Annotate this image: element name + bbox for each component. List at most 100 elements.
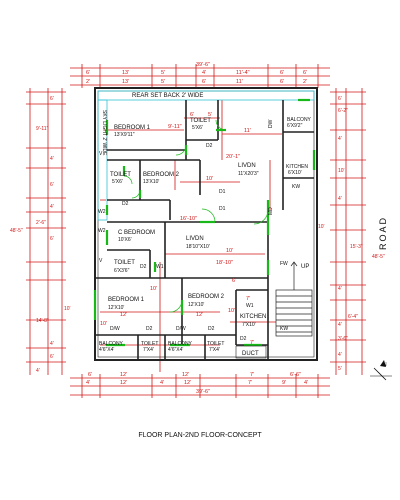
top-dim-row2: 6' — [303, 70, 307, 76]
inner-dim: 10' — [150, 286, 157, 292]
right-dim: 4' — [338, 286, 342, 292]
room-size-kitchen-lower: 7'X10' — [242, 322, 256, 328]
right-dim: 15'-3" — [350, 244, 363, 250]
room-label-kitchen-lower: KITCHEN — [240, 314, 266, 320]
left-dim: 14'-8" — [36, 318, 49, 324]
right-dim: 4' — [338, 322, 342, 328]
room-size-toilet-lower: 6'X3'6" — [114, 268, 130, 274]
room-label-bedroom2-lower: BEDROOM 2 — [188, 294, 225, 300]
right-dim: 3'-6" — [338, 336, 348, 342]
top-dim-row2: 11'-4" — [236, 70, 250, 76]
tag-d2-upper: D2 — [206, 143, 213, 149]
room-size-toilet-upper: 5'X6' — [192, 125, 203, 131]
room-label-livdn-lower: LIVDN — [186, 236, 204, 242]
stair-up-label: UP — [301, 264, 309, 270]
room-label-balcony-upper: BALCONY — [287, 117, 312, 123]
bottom-dim-row1: 12' — [120, 372, 127, 378]
left-dim: 4' — [36, 368, 40, 374]
top-dim-row2: 6' — [86, 70, 90, 76]
right-dim: 4' — [338, 196, 342, 202]
top-dim-row3: 6' — [202, 79, 206, 85]
right-dim: 6'-4" — [348, 314, 358, 320]
right-dimensions: 48'-5" 6'-2" 6' 10' 4' 4' 10' 15'-3" 4' … — [318, 96, 385, 372]
door-swings — [123, 119, 269, 313]
bottom-dim-row1: 7' — [250, 372, 254, 378]
left-dim: 4' — [50, 204, 54, 210]
room-size-toilet-right: 7'X4' — [209, 347, 220, 353]
bottom-dim-row2: 4' — [304, 380, 308, 386]
room-label-livdn-upper: LIVDN — [238, 163, 256, 169]
inner-dim: 10' — [206, 176, 213, 182]
room-size-bedroom1-upper: 13'X9'11" — [114, 132, 135, 138]
inner-dim: 10' — [100, 321, 107, 327]
tag-dw-lower-left: D/W — [110, 326, 120, 332]
inner-dim: 7' — [250, 340, 254, 346]
left-dim: 10' — [64, 306, 71, 312]
bottom-dim-row2: 12' — [184, 380, 191, 386]
inner-dim: 6' — [190, 112, 194, 118]
right-dim: 5' — [338, 366, 342, 372]
left-dim: 6' — [50, 354, 54, 360]
top-dim-row3: 2' — [86, 79, 90, 85]
top-dim-row2: 13' — [122, 70, 129, 76]
tag-d2-lower-left: D2 — [146, 326, 153, 332]
tag-dw: DW — [268, 119, 274, 128]
tag-fw: FW — [280, 261, 288, 267]
tag-d2-lower-right: D2 — [208, 326, 215, 332]
tag-kw-lower: KW — [280, 326, 288, 332]
left-dim: 6' — [50, 182, 54, 188]
inner-dim: 10' — [228, 308, 235, 314]
left-dim: 4' — [50, 156, 54, 162]
room-label-duct: DUCT — [242, 351, 259, 357]
inner-dim: 18'-10" — [216, 260, 233, 266]
left-dim: 4' — [50, 341, 54, 347]
right-dim: 10' — [338, 168, 345, 174]
bottom-overall-dim: 39'-6" — [196, 389, 210, 395]
left-overall-dim: 48'-5" — [10, 228, 23, 234]
room-size-toilet-mid: 5'X6' — [112, 179, 123, 185]
tag-d2-lower: D2 — [140, 264, 147, 270]
north-label: N — [383, 362, 387, 368]
bottom-dim-row1: 12' — [182, 372, 189, 378]
right-dim: 6'-2" — [338, 108, 348, 114]
tag-d2-mid: D2 — [122, 201, 129, 207]
room-size-bedroom2-upper: 13'X10' — [143, 179, 159, 185]
room-size-balcony-right: 4'6"X4' — [168, 347, 183, 353]
top-dim-row3: 13' — [122, 79, 129, 85]
inner-dim: 20'-1" — [226, 154, 240, 160]
opening-tags: DW D2 D1 D1 D2 W2 W2 KW KW MD FW W1 D2 D… — [98, 119, 300, 342]
room-size-balcony-left: 4'6"X4' — [99, 347, 114, 353]
top-dim-row3: 5' — [161, 79, 165, 85]
right-dim: 4' — [338, 136, 342, 142]
bottom-dim-row2: 4' — [160, 380, 164, 386]
room-size-c-bedroom: 10'X6' — [118, 237, 132, 243]
room-label-toilet-upper: TOILET — [190, 118, 211, 124]
bottom-dim-row1: 6'-6" — [290, 372, 301, 378]
inner-dim: 16'-10" — [180, 216, 197, 222]
inner-dim: 5' — [208, 112, 212, 118]
tag-w1-lower: W1 — [156, 264, 164, 270]
right-overall-dim: 48'-5" — [372, 254, 385, 260]
tag-d1-upper: D1 — [219, 189, 226, 195]
bottom-dim-row2: 9' — [282, 380, 286, 386]
room-label-skylight: SKY LIGHT 2' WIDE — [101, 110, 107, 156]
rear-setback-strip — [97, 90, 315, 101]
room-label-toilet-right: TOILET — [207, 341, 224, 347]
tag-kw-upper: KW — [292, 184, 300, 190]
duct-box — [235, 345, 267, 359]
top-overall-dim: 39'-6" — [196, 62, 210, 68]
tag-v-lower: V — [99, 258, 103, 264]
left-dim: 2'-6" — [36, 220, 46, 226]
interior-walls — [95, 100, 314, 360]
top-dim-row3: 2' — [303, 79, 307, 85]
left-dimensions: 48'-5" 6' 9'-11" 4' 6' 2'-6" 4' 6' 10' 1… — [10, 96, 71, 374]
room-size-balcony-upper: 6'X9'2" — [287, 123, 303, 129]
left-dim: 9'-11" — [36, 126, 49, 132]
drawing-caption: FLOOR PLAN-2ND FLOOR-CONCEPT — [138, 432, 262, 439]
room-label-bedroom1-upper: BEDROOM 1 — [114, 125, 151, 131]
bottom-dim-row2: 4' — [86, 380, 90, 386]
tag-w2-lower: W2 — [98, 228, 106, 234]
inner-dim: 9'-11" — [168, 124, 182, 130]
room-label-c-bedroom: C BEDROOM — [118, 230, 155, 236]
